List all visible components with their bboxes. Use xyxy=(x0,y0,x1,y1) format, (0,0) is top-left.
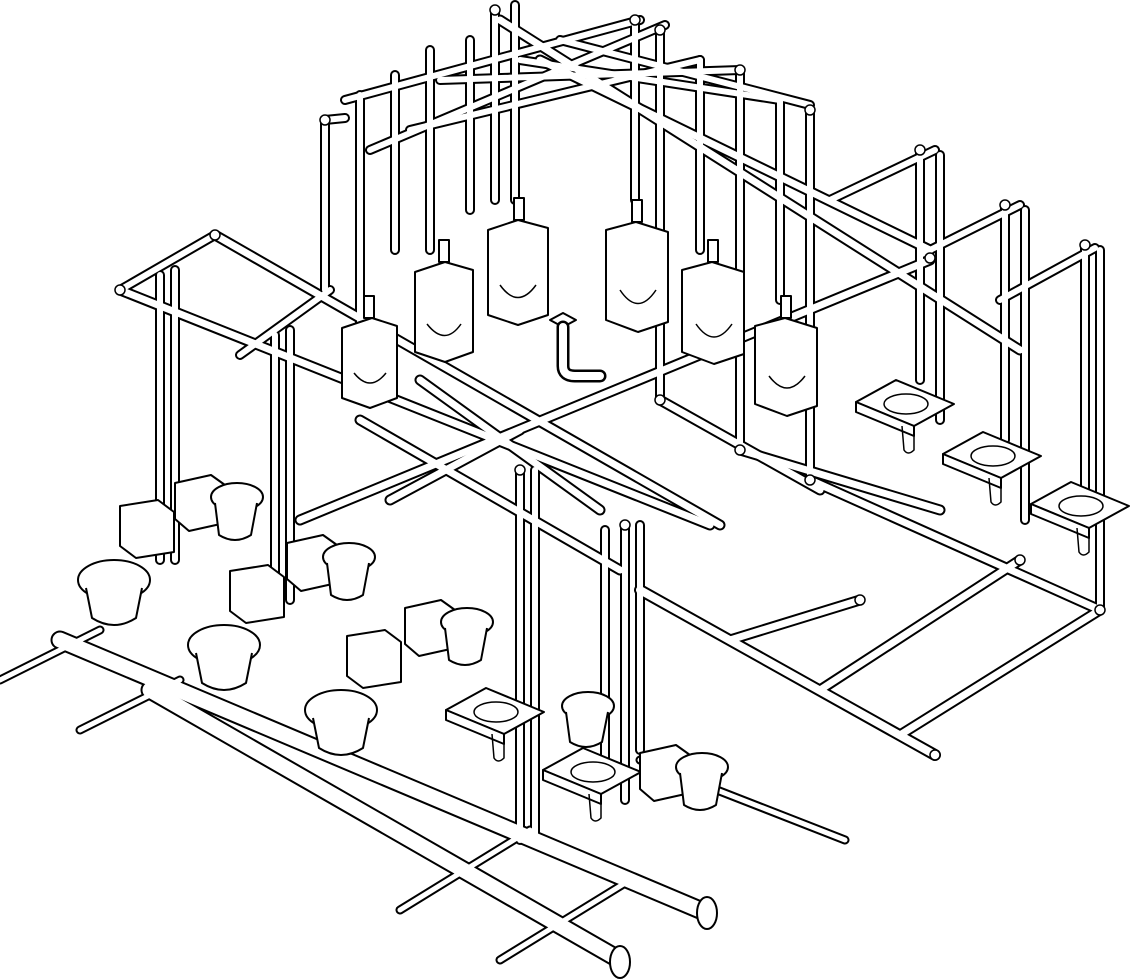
toilet-1 xyxy=(77,499,175,626)
pipe-segment-fill xyxy=(736,446,944,514)
floor-drain xyxy=(549,312,607,383)
pipe-segment-fill xyxy=(117,232,218,293)
washbasin-right-2 xyxy=(942,431,1042,506)
pipe-fitting xyxy=(804,104,816,116)
pipe-fitting xyxy=(854,594,866,606)
pipe-fitting xyxy=(514,464,526,476)
pipe-fitting xyxy=(629,14,641,26)
toilet-3 xyxy=(187,564,285,691)
urinal-4 xyxy=(605,199,669,333)
pipe-segment-fill xyxy=(356,416,624,574)
pipe-fitting xyxy=(929,749,941,761)
pipe-fitting xyxy=(999,199,1011,211)
pipe-segment-fill xyxy=(726,596,864,644)
pipe-segment-fill xyxy=(636,586,939,759)
pipe-fitting xyxy=(1014,554,1026,566)
pipe-network xyxy=(0,0,1106,970)
washbasin-right-1 xyxy=(855,379,955,454)
pipe-segment-fill xyxy=(497,877,633,963)
pipe-segment-fill xyxy=(237,287,333,358)
toilet-8 xyxy=(639,744,729,811)
pipe-segment-fill xyxy=(296,256,934,524)
toilet-2 xyxy=(174,474,264,541)
pipe-segment-fill xyxy=(816,556,1024,694)
pipe-segment-fill xyxy=(416,376,604,514)
toilet-group xyxy=(77,474,729,811)
toilet-5 xyxy=(304,629,402,756)
pipe-fitting xyxy=(489,4,501,16)
pipe-segment-fill xyxy=(917,202,1023,258)
urinal-1 xyxy=(341,295,398,409)
pipe-fitting xyxy=(654,394,666,406)
pipe-segment-fill xyxy=(997,245,1098,303)
pipe-segment-fill xyxy=(116,286,714,529)
pipe-fitting xyxy=(734,444,746,456)
urinal-2 xyxy=(414,239,474,363)
pipe-fitting xyxy=(1094,604,1106,616)
pipe-fitting xyxy=(924,252,936,264)
pipe-segment-fill xyxy=(77,677,183,733)
pipe-segment-fill xyxy=(896,606,1104,739)
pipe-segment-fill xyxy=(397,827,533,913)
washbasin-group-right xyxy=(855,379,1130,556)
pipe-segment-fill xyxy=(0,627,103,683)
pipe-fitting xyxy=(804,474,816,486)
pipe-segment-fill xyxy=(517,57,783,103)
pipe-segment-fill xyxy=(496,16,1024,354)
pipe-segment-fill xyxy=(342,17,643,103)
pipe-segment-fill xyxy=(827,147,938,203)
washbasin-front-1 xyxy=(445,687,545,762)
urinal-group xyxy=(341,197,818,417)
pipe-segment-fill xyxy=(536,56,934,254)
pipe-segment-fill xyxy=(142,682,628,968)
urinal-6 xyxy=(754,295,818,417)
pipe-segment-fill xyxy=(557,37,813,108)
pipe-fitting xyxy=(654,24,666,36)
pipe-segment-fill xyxy=(386,426,524,504)
drain-main-endcaps xyxy=(609,896,718,979)
toilet-6 xyxy=(404,599,494,666)
pipe-fitting xyxy=(734,64,746,76)
urinal-3 xyxy=(487,197,549,326)
pipe-segment-fill xyxy=(211,231,724,529)
pipe-segment-fill xyxy=(806,476,1104,614)
toilet-4 xyxy=(286,534,376,601)
washbasin-right-3 xyxy=(1030,481,1130,556)
toilet-7 xyxy=(561,691,615,748)
washbasin-group-front xyxy=(445,687,642,822)
pipe-fitting xyxy=(114,284,126,296)
pipe-fitting xyxy=(619,519,631,531)
urinal-5 xyxy=(681,239,745,365)
pipe-fitting xyxy=(1079,239,1091,251)
pipe-fitting xyxy=(319,114,331,126)
pipe-fitting xyxy=(914,144,926,156)
pipe-fitting xyxy=(209,229,221,241)
